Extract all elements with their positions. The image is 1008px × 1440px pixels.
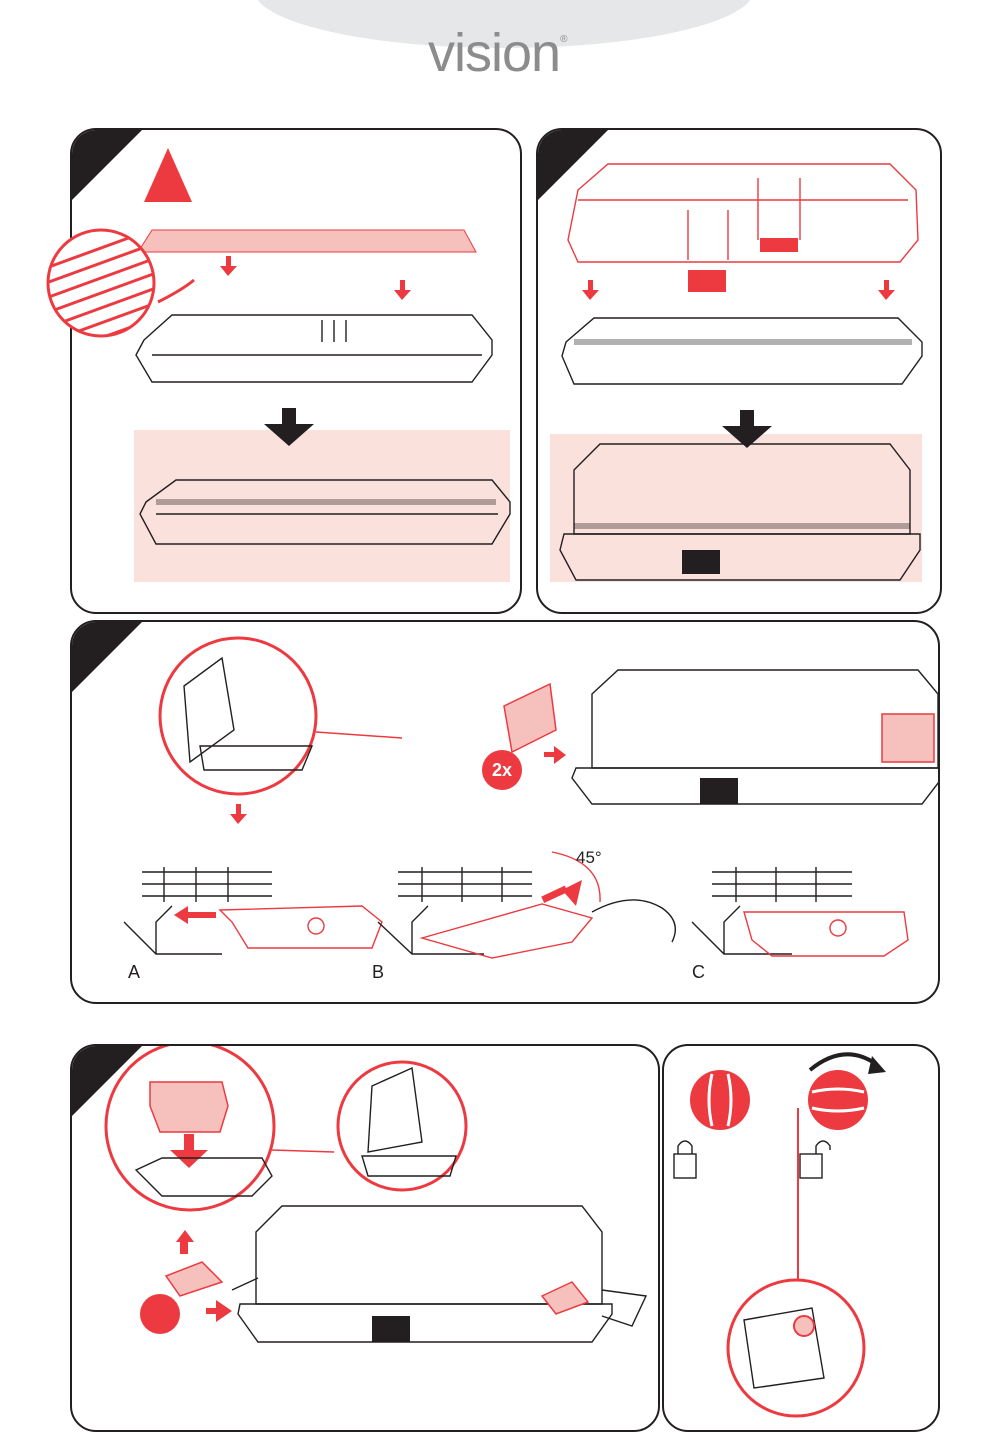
down-arrow-icon — [394, 280, 411, 300]
panel-step-3: 2x 45° A B C — [70, 620, 940, 1004]
header: vision® — [0, 0, 1008, 90]
lock-closed-icon — [674, 1141, 696, 1178]
step-label-b: B — [372, 962, 384, 983]
down-arrow-icon — [264, 408, 314, 446]
unlocked-knob-icon — [808, 1070, 868, 1130]
panel-lock-guide — [662, 1044, 940, 1432]
panel-step-2 — [536, 128, 942, 614]
panel-step-1 — [70, 128, 522, 614]
down-arrow-icon — [878, 280, 895, 300]
step-label-c: C — [692, 962, 705, 983]
lock-open-icon — [800, 1141, 830, 1178]
angle-label: 45° — [576, 848, 602, 868]
right-arrow-icon — [206, 1300, 232, 1322]
warning-triangle-icon — [144, 148, 192, 202]
down-arrow-icon — [230, 804, 247, 824]
down-arrow-icon — [582, 280, 599, 300]
quantity-badge: 2x — [482, 750, 522, 790]
brand-logo: vision® — [428, 22, 566, 84]
rotate-arrow-icon — [810, 1054, 876, 1070]
step-label-a: A — [128, 962, 140, 983]
mat-texture-zoom — [46, 228, 166, 348]
brand-name: vision — [428, 23, 560, 83]
down-arrow-icon — [722, 410, 772, 448]
right-arrow-icon — [544, 746, 566, 764]
down-arrow-icon — [220, 256, 237, 276]
registered-mark: ® — [560, 34, 566, 45]
tray-assembly-illustration — [72, 130, 520, 612]
panel-step-4 — [70, 1044, 660, 1432]
locked-knob-icon — [690, 1070, 750, 1130]
feeder-install-illustration — [72, 1046, 658, 1430]
door-install-illustration — [72, 622, 938, 1002]
lock-guide-illustration — [664, 1046, 938, 1430]
up-arrow-icon — [176, 1230, 194, 1254]
cage-assembly-illustration — [538, 130, 940, 612]
